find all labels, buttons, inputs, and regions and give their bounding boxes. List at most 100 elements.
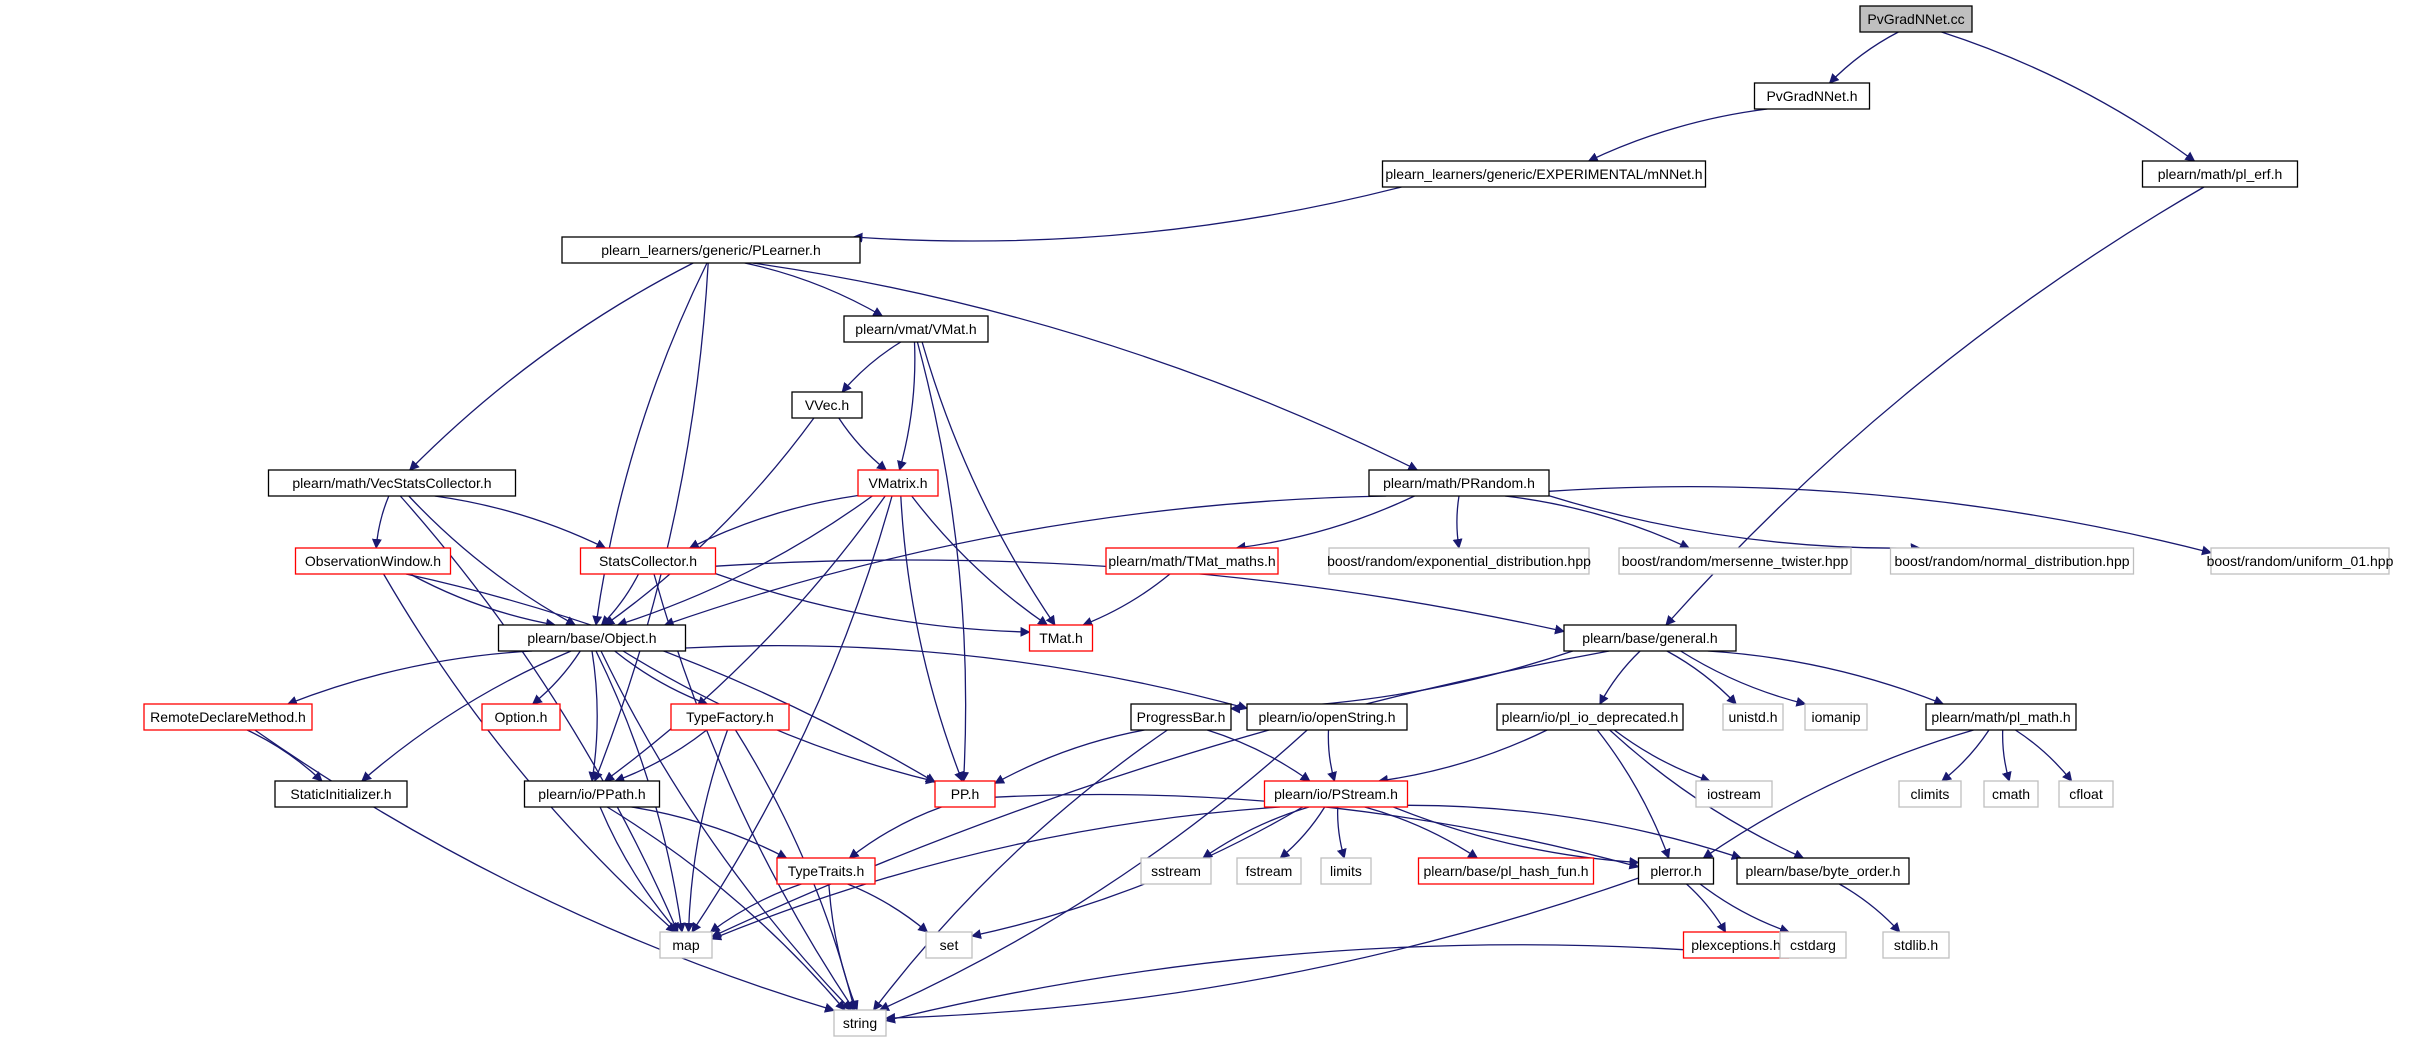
node-ppath[interactable]: plearn/io/PPath.h (523, 780, 661, 808)
node-box (1722, 703, 1784, 731)
node-prandom[interactable]: plearn/math/PRandom.h (1368, 469, 1550, 497)
node-option[interactable]: Option.h (481, 703, 561, 731)
node-box (1236, 857, 1302, 885)
node-vmat[interactable]: plearn/vmat/VMat.h (843, 315, 989, 343)
edge-byteorder-to-stdlib (1838, 883, 1901, 933)
node-pp[interactable]: PP.h (934, 780, 996, 808)
node-label: plearn/math/VecStatsCollector.h (292, 475, 491, 491)
node-vecstats[interactable]: plearn/math/VecStatsCollector.h (267, 469, 517, 497)
node-box (659, 931, 713, 959)
node-obswin[interactable]: ObservationWindow.h (294, 547, 452, 575)
node-pl-erf[interactable]: plearn/math/pl_erf.h (2141, 160, 2299, 188)
node-cfloat: cfloat (2058, 780, 2114, 808)
edge-typefactory-to-ppath (614, 729, 708, 783)
node-box (843, 315, 989, 343)
edge-pstream-to-hashfun (1364, 806, 1479, 859)
node-box (481, 703, 561, 731)
node-staticinit[interactable]: StaticInitializer.h (274, 780, 408, 808)
node-statscol[interactable]: StatsCollector.h (579, 547, 717, 575)
node-plerror[interactable]: plerror.h (1637, 857, 1715, 885)
node-label: boost/random/exponential_distribution.hp… (1327, 553, 1591, 569)
edge-object-to-ppath (588, 650, 599, 782)
edge-pstream-to-set (971, 806, 1304, 939)
edge-root-to-pl_erf (1941, 31, 2196, 162)
node-box (1320, 857, 1372, 885)
node-pvgradnnet-h[interactable]: PvGradNNet.h (1753, 82, 1871, 110)
node-label: RemoteDeclareMethod.h (150, 709, 306, 725)
node-box (925, 931, 973, 959)
edge-pvgradnnet_h-to-mnnet (1587, 108, 1768, 162)
node-cmath: cmath (1983, 780, 2039, 808)
node-tmatmaths[interactable]: plearn/math/TMat_maths.h (1105, 547, 1279, 575)
node-box (1804, 703, 1868, 731)
node-stdlib: stdlib.h (1882, 931, 1950, 959)
node-general[interactable]: plearn/base/general.h (1563, 624, 1737, 652)
node-iomanip: iomanip (1804, 703, 1868, 731)
edge-statscol-to-tmat (715, 572, 1031, 637)
edge-plmath-to-cmath (2001, 729, 2012, 782)
node-unistd: unistd.h (1722, 703, 1784, 731)
node-pliodep[interactable]: plearn/io/pl_io_deprecated.h (1496, 703, 1684, 731)
edge-pliodep-to-plerror (1596, 729, 1671, 859)
node-box (1925, 703, 2077, 731)
edge-vmatrix-to-ppath (603, 495, 886, 782)
node-cstdarg: cstdarg (1779, 931, 1847, 959)
node-label: cmath (1992, 786, 2030, 802)
node-label: stdlib.h (1894, 937, 1938, 953)
node-pstream[interactable]: plearn/io/PStream.h (1263, 780, 1409, 808)
node-root[interactable]: PvGradNNet.cc (1859, 5, 1973, 33)
node-box (1246, 703, 1408, 731)
edge-plerror-to-cstdarg (1699, 883, 1790, 934)
node-label: plearn/base/general.h (1582, 630, 1717, 646)
edge-vmatrix-to-map (691, 495, 893, 933)
edge-general-to-pliodep (1599, 650, 1641, 705)
node-label: boost/random/mersenne_twister.hpp (1622, 553, 1849, 569)
edge-pliodep-to-pstream (1377, 729, 1548, 785)
edge-pstream-to-fstream (1279, 806, 1326, 859)
node-mnnet[interactable]: plearn_learners/generic/EXPERIMENTAL/mNN… (1381, 160, 1707, 188)
edge-progressbar-to-pstream (1207, 729, 1311, 782)
edge-prandom-to-boost_mt (1504, 495, 1690, 549)
edge-plerror-to-plexceptions (1686, 883, 1727, 933)
node-boost-uni: boost/random/uniform_01.hpp (2207, 547, 2394, 575)
node-hashfun[interactable]: plearn/base/pl_hash_fun.h (1417, 857, 1595, 885)
node-plmath[interactable]: plearn/math/pl_math.h (1925, 703, 2077, 731)
edge-ppath-to-typetraits (631, 806, 788, 859)
node-remotedecl[interactable]: RemoteDeclareMethod.h (143, 703, 313, 731)
node-vvec[interactable]: VVec.h (791, 391, 863, 419)
node-plearner[interactable]: plearn_learners/generic/PLearner.h (561, 236, 861, 264)
edge-object-to-string (600, 650, 852, 1011)
node-box (1882, 931, 1950, 959)
node-box (1140, 857, 1212, 885)
node-vmatrix[interactable]: VMatrix.h (857, 469, 939, 497)
node-label: plearn_learners/generic/PLearner.h (601, 242, 820, 258)
node-label: iostream (1707, 786, 1761, 802)
node-plexceptions[interactable]: plexceptions.h (1682, 931, 1790, 959)
node-box (1859, 5, 1973, 33)
node-label: plerror.h (1650, 863, 1701, 879)
edge-vvec-to-object (604, 417, 815, 626)
edge-tmatmaths-to-tmat (1082, 573, 1171, 627)
node-box (1496, 703, 1684, 731)
node-object[interactable]: plearn/base/Object.h (497, 624, 687, 652)
edge-typetraits-to-set (847, 883, 929, 933)
edge-ppath-to-map (599, 806, 679, 933)
node-byteorder[interactable]: plearn/base/byte_order.h (1736, 857, 1910, 885)
node-typefactory[interactable]: TypeFactory.h (670, 703, 790, 731)
node-progressbar[interactable]: ProgressBar.h (1130, 703, 1232, 731)
node-tmat[interactable]: TMat.h (1028, 624, 1094, 652)
node-label: plearn/io/openString.h (1259, 709, 1396, 725)
edge-plearner-to-prandom (752, 262, 1419, 471)
edge-typetraits-to-string (828, 883, 859, 1011)
node-label: Option.h (495, 709, 548, 725)
node-openstring[interactable]: plearn/io/openString.h (1246, 703, 1408, 731)
node-label: StatsCollector.h (599, 553, 697, 569)
node-label: cfloat (2069, 786, 2103, 802)
node-label: sstream (1151, 863, 1201, 879)
node-typetraits[interactable]: TypeTraits.h (776, 857, 876, 885)
edge-vmatrix-to-tmat (911, 495, 1049, 626)
node-box (143, 703, 313, 731)
node-map: map (659, 931, 713, 959)
node-box (1028, 624, 1094, 652)
edge-mnnet-to-plearner (852, 186, 1402, 243)
